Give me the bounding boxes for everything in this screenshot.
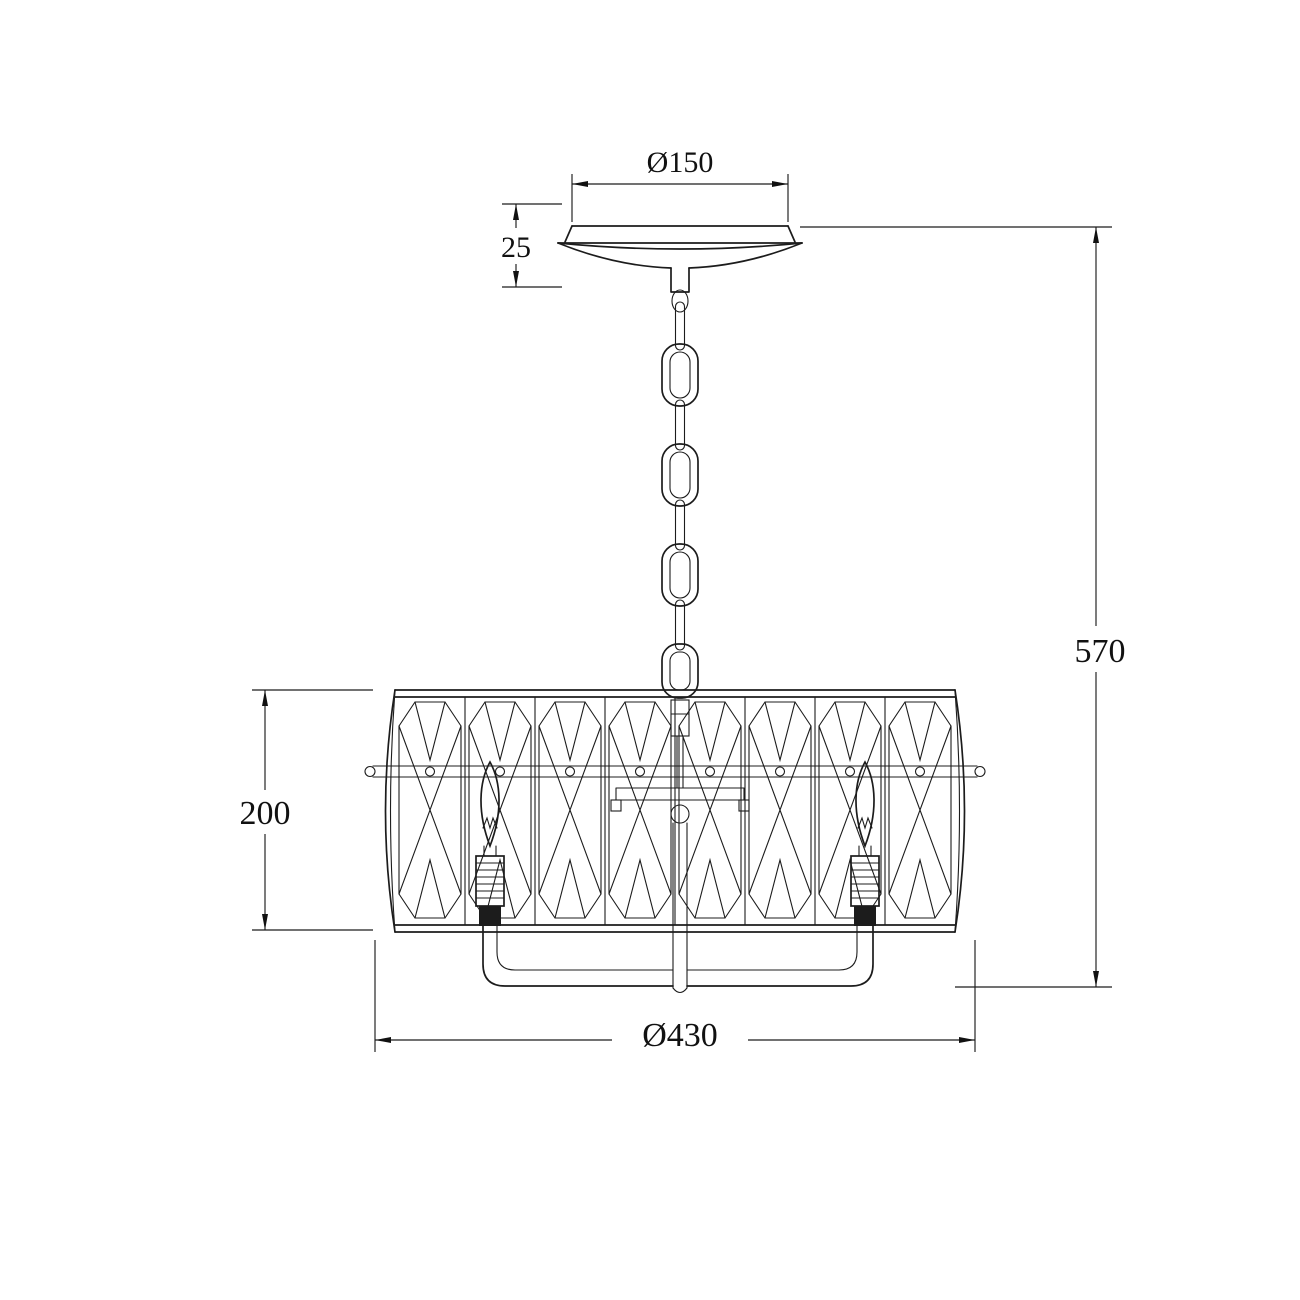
dimension-overall-height: 570 — [800, 226, 1140, 988]
crystal-drum-shade — [364, 689, 986, 933]
chain-link — [661, 443, 699, 507]
ceiling-canopy — [557, 225, 803, 313]
crystal-panel — [608, 701, 672, 919]
shade-bottom-rim — [394, 924, 956, 933]
crystal-panel — [538, 701, 602, 919]
support-rod — [372, 765, 978, 778]
dim-label-canopy-height: 25 — [501, 231, 531, 264]
curved-arms — [482, 925, 874, 987]
chain-link — [661, 543, 699, 607]
socket-band — [854, 906, 876, 926]
internal-frame — [610, 787, 750, 994]
shade-top-rim — [394, 689, 956, 698]
crystal-panel — [748, 701, 812, 919]
canopy-loop — [671, 289, 689, 313]
crystal-panel — [818, 701, 882, 919]
crystal-panel — [468, 701, 532, 919]
bulb-filament — [857, 816, 873, 830]
center-hub — [670, 804, 690, 824]
right-candle-bulb — [850, 760, 880, 926]
left-candle-bulb — [475, 760, 505, 926]
dimension-shade-height: 200 — [226, 689, 373, 931]
shade-right-edge — [954, 689, 966, 933]
dim-label-shade-diameter: Ø430 — [642, 1017, 718, 1054]
crystal-panel — [888, 701, 952, 919]
dim-label-canopy-diameter: Ø150 — [647, 146, 714, 179]
dim-label-shade-height: 200 — [240, 795, 291, 832]
chain-link — [661, 343, 699, 407]
dimension-canopy-diameter: Ø150 — [571, 146, 789, 222]
dimension-shade-diameter: Ø430 — [374, 940, 976, 1056]
socket-band — [479, 906, 501, 926]
bulb-glass — [855, 760, 875, 849]
dim-label-overall-height: 570 — [1075, 633, 1126, 670]
chain-connector — [670, 699, 690, 789]
bulb-glass — [480, 760, 500, 849]
bulb-filament — [482, 816, 498, 830]
dimension-canopy-height: 25 — [494, 203, 562, 288]
shade-left-edge — [384, 689, 396, 933]
suspension-chain — [661, 301, 699, 789]
crystal-panel — [398, 701, 462, 919]
